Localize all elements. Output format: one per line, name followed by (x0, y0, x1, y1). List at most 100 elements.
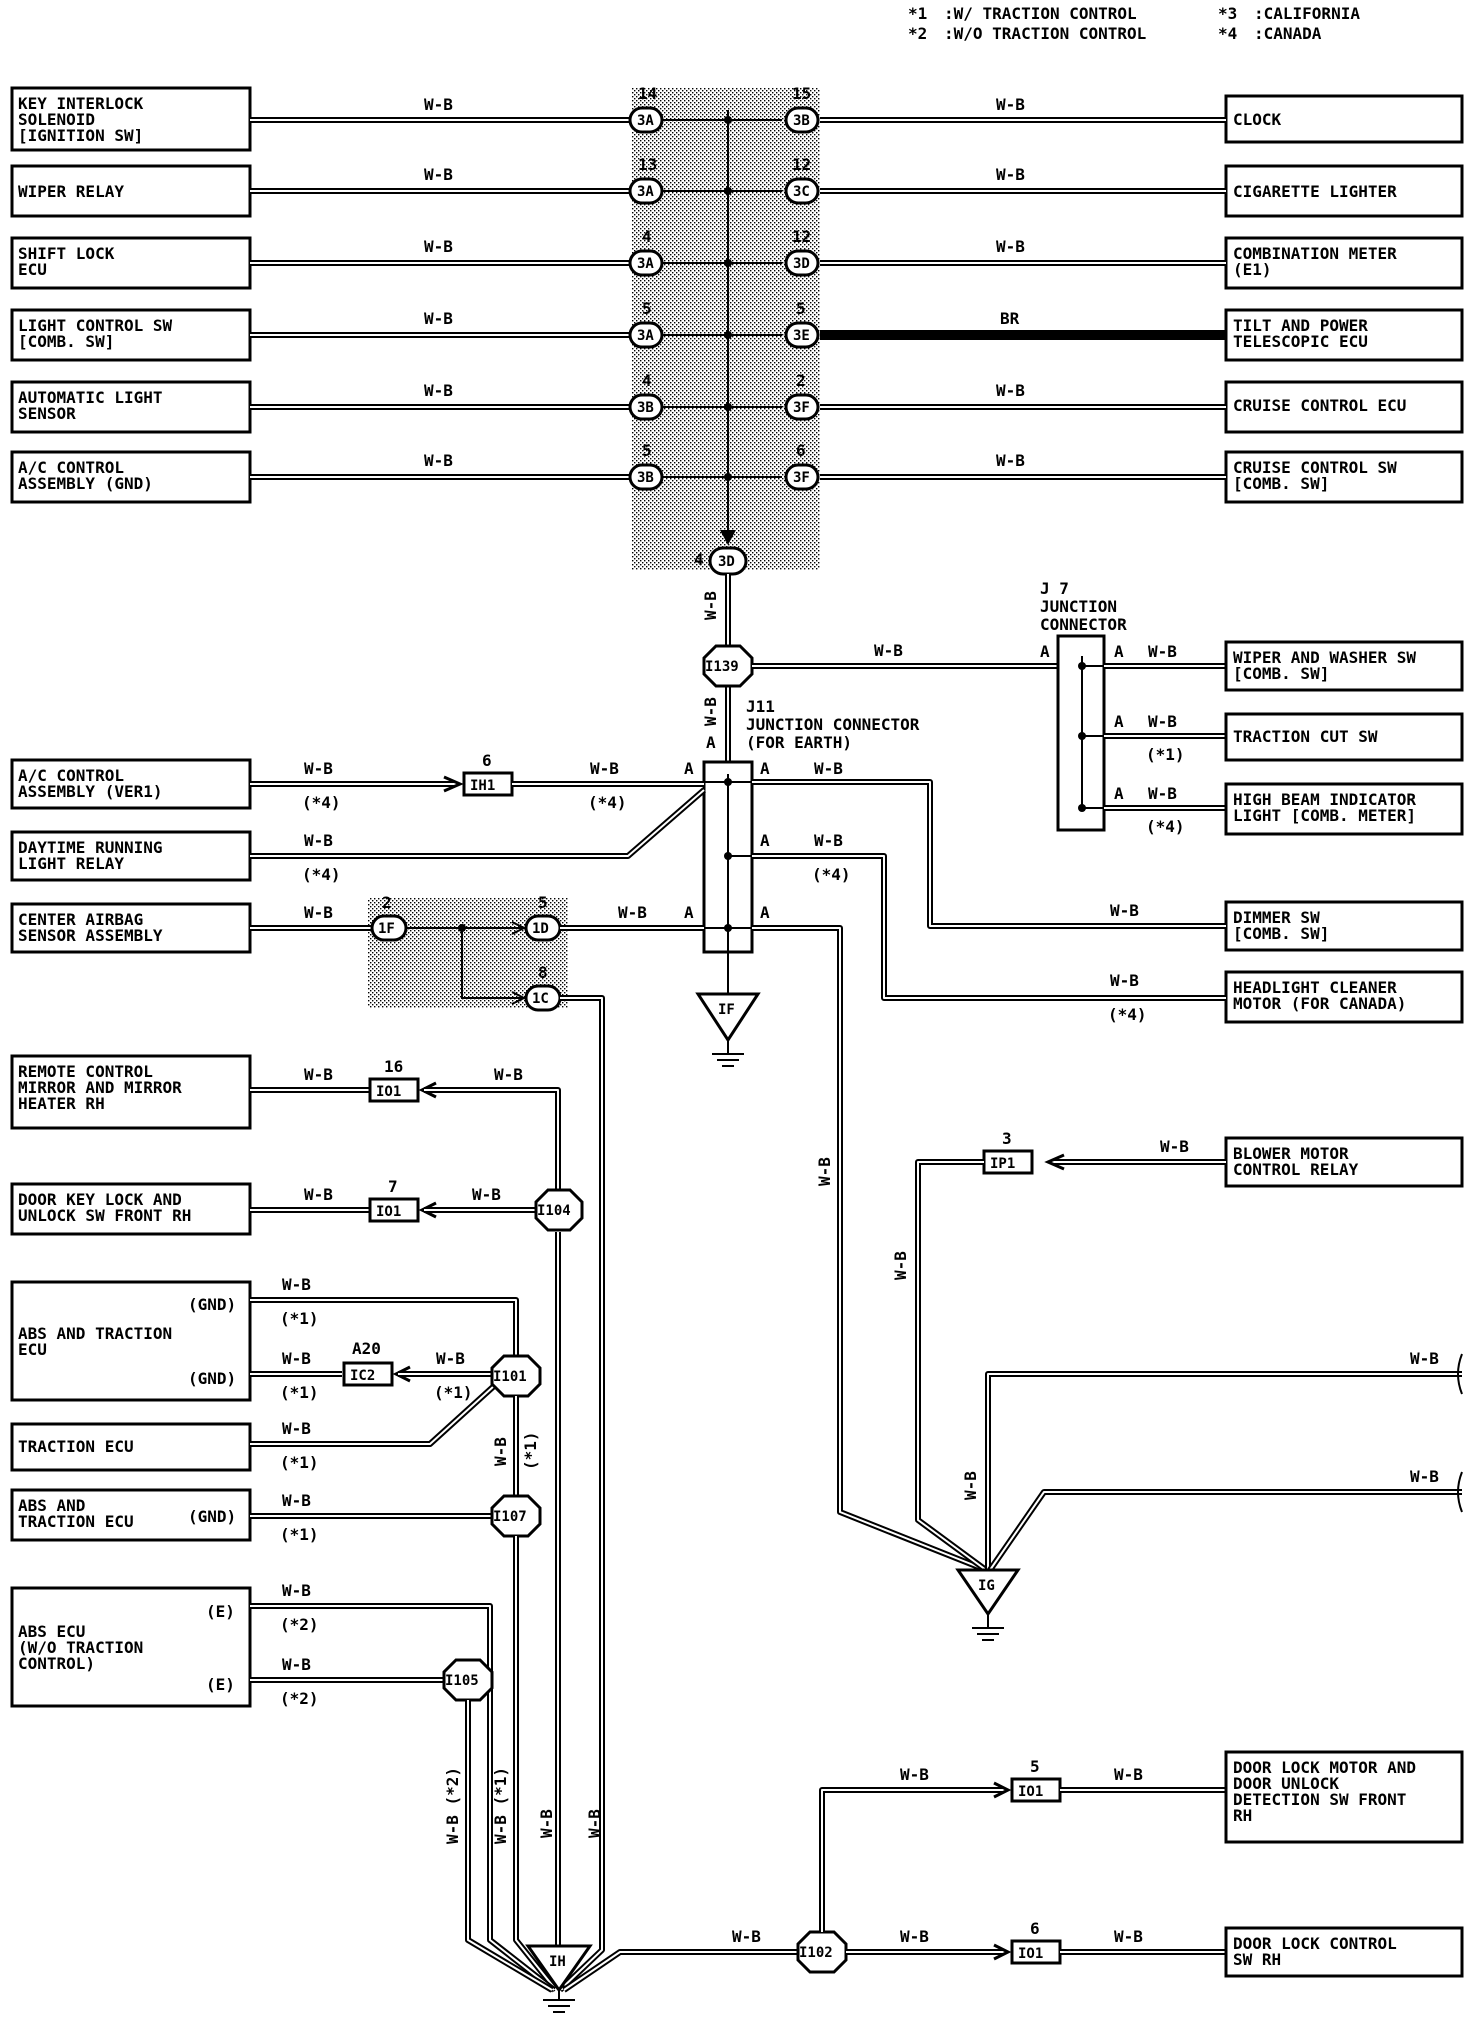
top-left-labels: KEY INTERLOCK SOLENOID [IGNITION SW] WIP… (18, 94, 172, 493)
lower-left-components: REMOTE CONTROL MIRROR AND MIRROR HEATER … (10, 1054, 252, 1708)
connector-3b-5: 5 3B (628, 441, 664, 491)
wire-label: W-B (701, 697, 720, 726)
svg-text:I107: I107 (493, 1509, 527, 1525)
svg-text:CONTROL RELAY: CONTROL RELAY (1233, 1160, 1359, 1179)
svg-text:SW RH: SW RH (1233, 1950, 1281, 1969)
ac-gnd-box[interactable] (10, 450, 252, 504)
svg-text:HEATER RH: HEATER RH (18, 1094, 105, 1113)
light-control-box[interactable] (10, 308, 252, 362)
svg-text:3B: 3B (793, 113, 810, 129)
svg-text:(*4): (*4) (588, 793, 627, 812)
svg-text:5: 5 (642, 441, 652, 460)
label: [COMB. SW] (18, 332, 114, 351)
cig-lighter-box[interactable] (1224, 164, 1464, 218)
abs-traction-wires: W-B (*1) W-B (*1) A20 IC2 W-B (*1) W-B (… (250, 1275, 519, 1472)
abs-ecu-wires: W-B (*2) W-B (*2) (250, 1581, 556, 1993)
svg-text:LIGHT [COMB. METER]: LIGHT [COMB. METER] (1233, 806, 1416, 825)
mirror-heater-box[interactable] (10, 1054, 252, 1130)
svg-text:IF: IF (718, 1002, 735, 1018)
i101-to-i107: W-B (*1) (491, 1396, 540, 1496)
wire-label: W-B (996, 237, 1025, 256)
j11-junction-connector: J11 JUNCTION CONNECTOR (FOR EARTH) A (702, 697, 920, 994)
svg-text:W-B: W-B (1110, 971, 1139, 990)
wire-label: BR (1000, 309, 1020, 328)
svg-text:W-B: W-B (1114, 1765, 1143, 1784)
high-beam-box[interactable] (1224, 782, 1464, 836)
svg-text:(*4): (*4) (302, 793, 341, 812)
svg-text:I104: I104 (537, 1203, 571, 1219)
comb-meter-box[interactable] (1224, 236, 1464, 290)
daytime-relay-box[interactable] (10, 830, 252, 882)
svg-text:6: 6 (796, 441, 806, 460)
svg-text:(W/O TRACTION: (W/O TRACTION (18, 1638, 143, 1657)
svg-text:I102: I102 (799, 1945, 833, 1961)
svg-text:TRACTION ECU: TRACTION ECU (18, 1512, 134, 1531)
connector-3e-5: 5 3E (784, 299, 820, 349)
door-lock-sw-box[interactable] (1224, 1926, 1464, 1978)
svg-text:4: 4 (642, 371, 652, 390)
connector-3a-14: 14 3A (628, 84, 664, 134)
svg-text:W-B: W-B (491, 1437, 510, 1466)
label: SENSOR (18, 404, 76, 423)
svg-text:DOOR KEY LOCK AND: DOOR KEY LOCK AND (18, 1190, 182, 1209)
svg-text:A: A (760, 831, 770, 850)
door-lock-motor-box[interactable] (1224, 1750, 1464, 1844)
blower-relay-box[interactable] (1224, 1136, 1464, 1188)
svg-text:A20: A20 (352, 1339, 381, 1358)
clock-box[interactable] (1224, 94, 1464, 144)
abs-ecu-box[interactable] (10, 1586, 252, 1708)
svg-text:CENTER AIRBAG: CENTER AIRBAG (18, 910, 143, 929)
auto-light-box[interactable] (10, 380, 252, 434)
svg-text:JUNCTION: JUNCTION (1040, 597, 1117, 616)
svg-text:(*1): (*1) (1146, 745, 1185, 764)
connector-3a-4: 4 3A (628, 227, 664, 277)
svg-text:I105: I105 (445, 1673, 479, 1689)
connector-3a-5: 5 3A (628, 299, 664, 349)
traction-cut-sw-box[interactable] (1224, 712, 1464, 762)
svg-text:W-B: W-B (891, 1251, 910, 1280)
svg-text:3: 3 (1002, 1129, 1012, 1148)
svg-text:[COMB. SW]: [COMB. SW] (1233, 924, 1329, 943)
svg-text:6: 6 (1030, 1919, 1040, 1938)
wire-label: W-B (874, 641, 903, 660)
svg-text:BLOWER MOTOR: BLOWER MOTOR (1233, 1144, 1349, 1163)
ground-if: IF (695, 992, 761, 1067)
svg-text:W-B: W-B (1148, 712, 1177, 731)
svg-text:(*1): (*1) (434, 1383, 473, 1402)
svg-text:SENSOR ASSEMBLY: SENSOR ASSEMBLY (18, 926, 163, 945)
abs-traction-ecu-box[interactable] (10, 1280, 252, 1402)
svg-text:W-B: W-B (585, 1809, 604, 1838)
dimmer-sw-box[interactable] (1224, 900, 1464, 952)
svg-text:LIGHT RELAY: LIGHT RELAY (18, 854, 124, 873)
label: [IGNITION SW] (18, 126, 143, 145)
label: A/C CONTROL (18, 458, 124, 477)
connector-3a-13: 13 3A (628, 155, 664, 205)
svg-text:W-B: W-B (304, 1065, 333, 1084)
svg-text:W-B: W-B (282, 1419, 311, 1438)
svg-text:3B: 3B (637, 470, 654, 486)
svg-text:DOOR LOCK MOTOR AND: DOOR LOCK MOTOR AND (1233, 1758, 1416, 1777)
label: LIGHT CONTROL SW (18, 316, 172, 335)
svg-text:3F: 3F (793, 470, 810, 486)
traction-ecu-box[interactable] (10, 1422, 252, 1472)
door-key-lock-box[interactable] (10, 1182, 252, 1236)
ground-ih: IH (525, 1944, 593, 2013)
svg-text:IO1: IO1 (376, 1084, 401, 1100)
svg-text:A: A (1114, 712, 1124, 731)
wire-label: W-B (996, 95, 1025, 114)
svg-text:W-B: W-B (304, 759, 333, 778)
wiper-washer-sw-box[interactable] (1224, 640, 1464, 692)
svg-text:W-B: W-B (537, 1809, 556, 1838)
svg-text:(*1): (*1) (280, 1453, 319, 1472)
key-interlock-box[interactable] (10, 86, 252, 152)
mid-left-components: A/C CONTROL ASSEMBLY (VER1) DAYTIME RUNN… (10, 758, 252, 954)
mid-right-components: WIPER AND WASHER SW [COMB. SW] TRACTION … (1224, 640, 1464, 1188)
svg-text:(*1): (*1) (521, 1431, 540, 1470)
svg-text:W-B: W-B (304, 1185, 333, 1204)
svg-text:IO1: IO1 (376, 1204, 401, 1220)
wire-label: W-B (424, 451, 453, 470)
airbag-wires: W-B 1F 2 1D 5 1C 8 W-B A W-B (250, 893, 704, 1993)
svg-text:(GND): (GND) (188, 1507, 236, 1526)
splice-i139: I139 (702, 644, 754, 688)
